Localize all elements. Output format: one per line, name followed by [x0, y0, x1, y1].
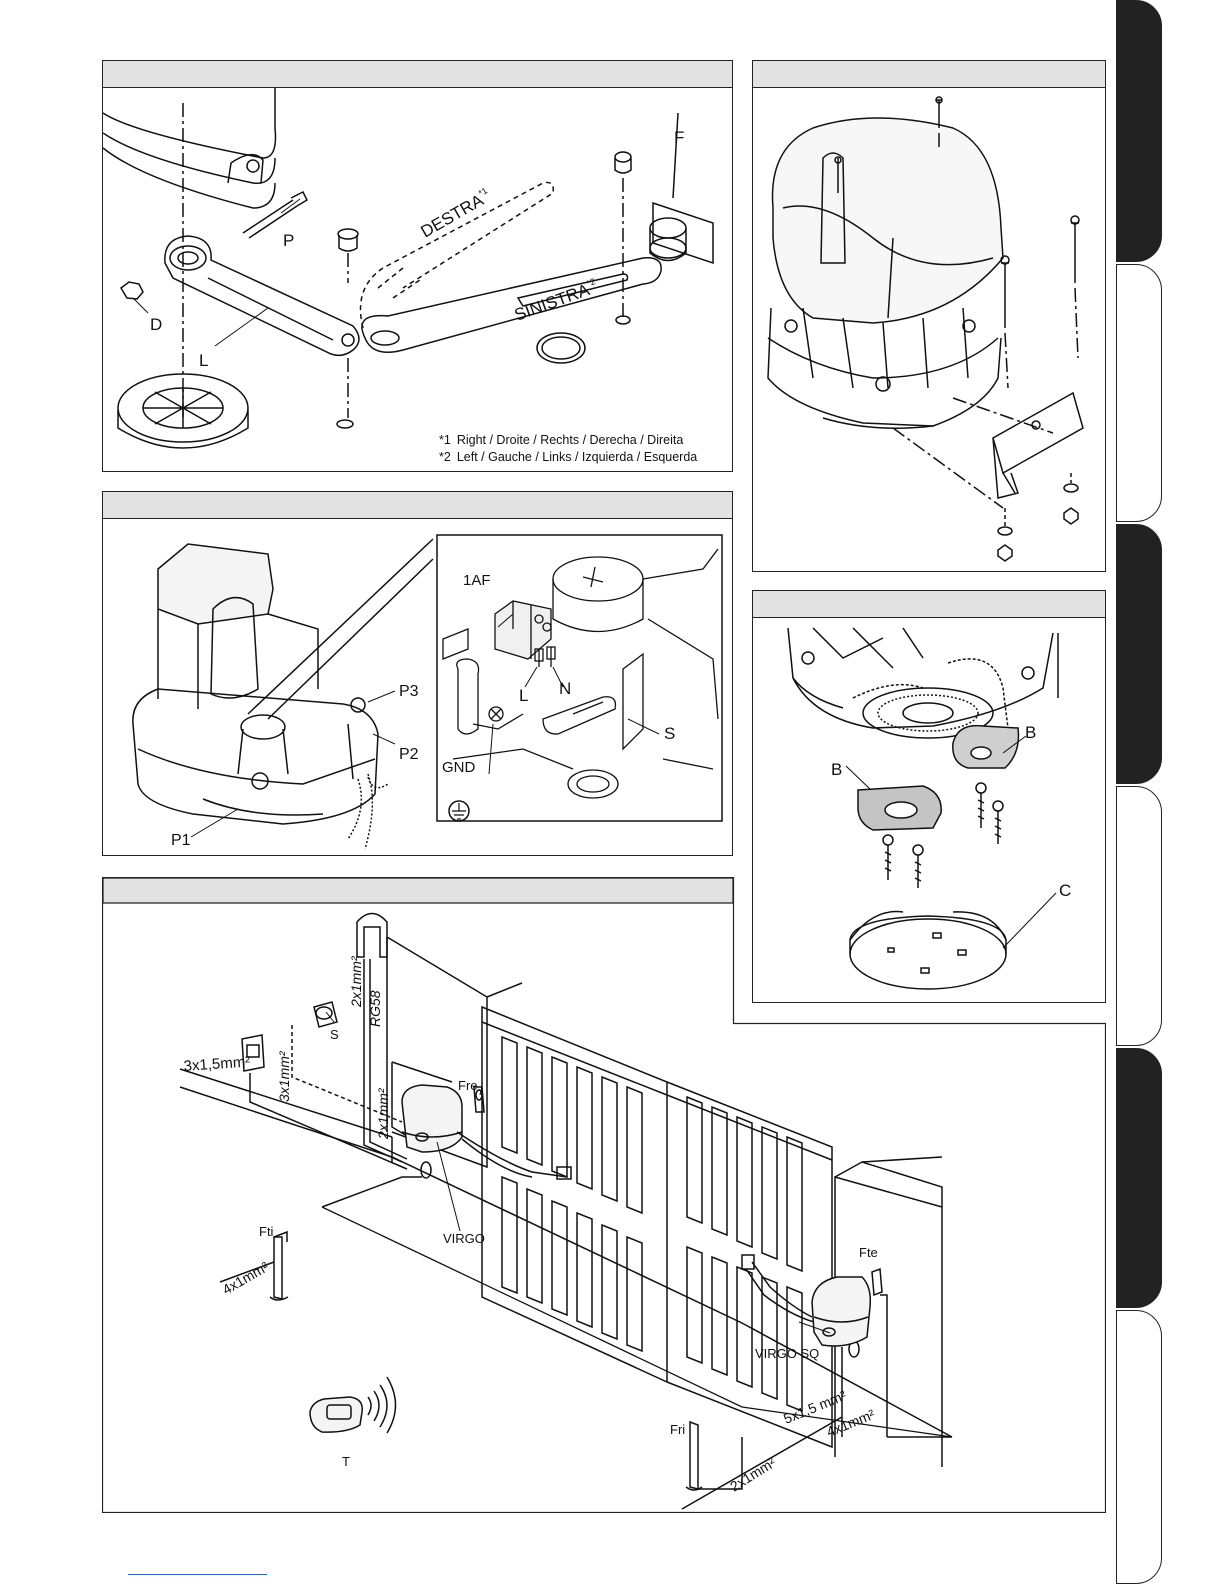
- figure-cover-assembly: [752, 60, 1106, 572]
- cover-assembly-drawing: [753, 88, 1105, 571]
- cable-2x1-top: 2x1mm²: [348, 955, 364, 1008]
- label-b-left: B: [831, 760, 842, 779]
- label-fri: Fri: [670, 1422, 685, 1437]
- cable-3x1: 3x1mm²: [276, 1050, 292, 1102]
- label-p: P: [283, 231, 294, 250]
- figure-header: [753, 591, 1105, 618]
- cable-rg58: RG58: [367, 990, 383, 1027]
- label-p1: P1: [171, 832, 191, 849]
- footer-link-underline[interactable]: [128, 1574, 267, 1575]
- label-virgo-sq: VIRGO SQ: [755, 1346, 819, 1361]
- label-l: L: [519, 686, 528, 705]
- label-p2: P2: [399, 746, 419, 763]
- label-t: T: [342, 1454, 350, 1469]
- figure-header: [753, 61, 1105, 88]
- section-tab-1[interactable]: [1116, 0, 1162, 262]
- label-b-right: B: [1025, 723, 1036, 742]
- figure-installation: 3x1,5mm² 3x1mm² 2x1mm² RG58 2x1mm² S Fre…: [102, 877, 1106, 1513]
- cable-2x1-mid: 2x1mm²: [375, 1087, 391, 1140]
- figure-header: [103, 61, 732, 88]
- label-s: S: [664, 724, 675, 743]
- installation-drawing: 3x1,5mm² 3x1mm² 2x1mm² RG58 2x1mm² S Fre…: [102, 877, 1106, 1513]
- section-tab-2[interactable]: [1116, 264, 1162, 522]
- label-s: S: [330, 1027, 339, 1042]
- label-sinistra: SINISTRA*2: [512, 276, 601, 325]
- label-fte: Fte: [859, 1245, 878, 1260]
- section-tab-3[interactable]: [1116, 524, 1162, 784]
- label-gnd: GND: [442, 759, 476, 776]
- label-l: L: [199, 351, 208, 370]
- section-tab-4[interactable]: [1116, 786, 1162, 1046]
- wiring-drawing: P3 P2 P1 1AF L N S GND: [103, 519, 732, 855]
- section-tab-5[interactable]: [1116, 1048, 1162, 1308]
- label-f: F: [674, 128, 684, 147]
- label-fti: Fti: [259, 1224, 274, 1239]
- figure-header: [103, 492, 732, 519]
- label-destra: DESTRA*1: [417, 185, 494, 241]
- label-p3: P3: [399, 683, 419, 700]
- figure-wiring: P3 P2 P1 1AF L N S GND: [102, 491, 733, 856]
- label-1af: 1AF: [463, 572, 491, 589]
- label-d: D: [150, 315, 162, 334]
- label-fre: Fre: [458, 1078, 478, 1093]
- label-n: N: [559, 679, 571, 698]
- section-tab-6[interactable]: [1116, 1310, 1162, 1584]
- label-virgo: VIRGO: [443, 1231, 485, 1246]
